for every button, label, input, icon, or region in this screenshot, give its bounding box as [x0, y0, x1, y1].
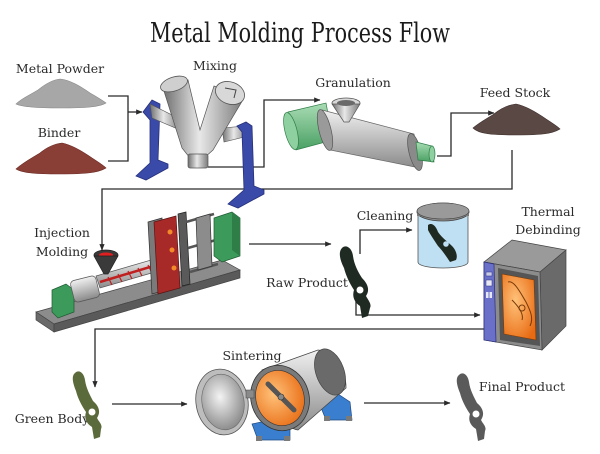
- node-final-product: Final Product: [456, 373, 565, 441]
- connector-granulation-to-feed-stock: [437, 110, 495, 157]
- binder-pile-icon: [15, 142, 107, 175]
- node-green-body: Green Body: [15, 371, 102, 439]
- metal-powder-pile-icon: [15, 78, 107, 109]
- node-granulation: Granulation: [283, 75, 436, 171]
- feed-stock-label: Feed Stock: [480, 85, 551, 100]
- raw-product-label: Raw Product: [266, 275, 348, 290]
- node-sintering: Sintering: [195, 348, 353, 441]
- feed-stock-pile-icon: [472, 103, 561, 136]
- node-raw-product: Raw Product: [266, 246, 371, 318]
- green-body-label: Green Body: [15, 411, 90, 426]
- y-mixer-icon: [135, 75, 265, 209]
- binder-label: Binder: [38, 125, 81, 140]
- connector-mixing-to-granulation: [208, 97, 321, 168]
- node-cleaning: Cleaning: [357, 202, 470, 269]
- metal-powder-label: Metal Powder: [16, 61, 104, 76]
- final-product-part-icon: [456, 373, 486, 441]
- connector-feed-stock-to-injection: [99, 150, 513, 251]
- sintering-label: Sintering: [222, 348, 281, 363]
- thermal-debinding-label-line1: Thermal: [521, 204, 574, 219]
- connectors: [92, 95, 513, 407]
- node-injection-molding: Injection Molding: [34, 211, 241, 333]
- granulator-icon: [283, 97, 436, 171]
- mixing-label: Mixing: [193, 58, 237, 73]
- injection-machine-icon: [35, 211, 241, 333]
- node-metal-powder: Metal Powder: [15, 61, 107, 109]
- cleaning-label: Cleaning: [357, 208, 414, 223]
- green-body-part-icon: [72, 371, 102, 439]
- connector-raw-product-to-cleaning: [359, 227, 413, 254]
- connector-debinding-to-green-body: [92, 328, 484, 388]
- cleaning-tank-icon: [416, 202, 470, 269]
- oven-icon: [483, 239, 567, 351]
- diagram-title: Metal Molding Process Flow: [150, 18, 450, 49]
- connector-raw-product-to-debinding: [355, 291, 481, 318]
- injection-molding-label-line2: Molding: [36, 244, 88, 259]
- thermal-debinding-label-line2: Debinding: [515, 222, 581, 237]
- final-product-label: Final Product: [479, 379, 565, 394]
- raw-product-part-icon: [339, 246, 371, 318]
- granulation-label: Granulation: [315, 75, 391, 90]
- node-mixing: Mixing: [135, 58, 265, 209]
- connector-metal-powder-to-mixing: [108, 95, 129, 112]
- node-feed-stock: Feed Stock: [472, 85, 561, 136]
- node-thermal-debinding: Thermal Debinding: [483, 204, 581, 351]
- node-binder: Binder: [15, 125, 107, 175]
- sintering-furnace-icon: [195, 348, 353, 441]
- connector-binder-to-mixing: [108, 112, 129, 162]
- injection-molding-label-line1: Injection: [34, 225, 90, 240]
